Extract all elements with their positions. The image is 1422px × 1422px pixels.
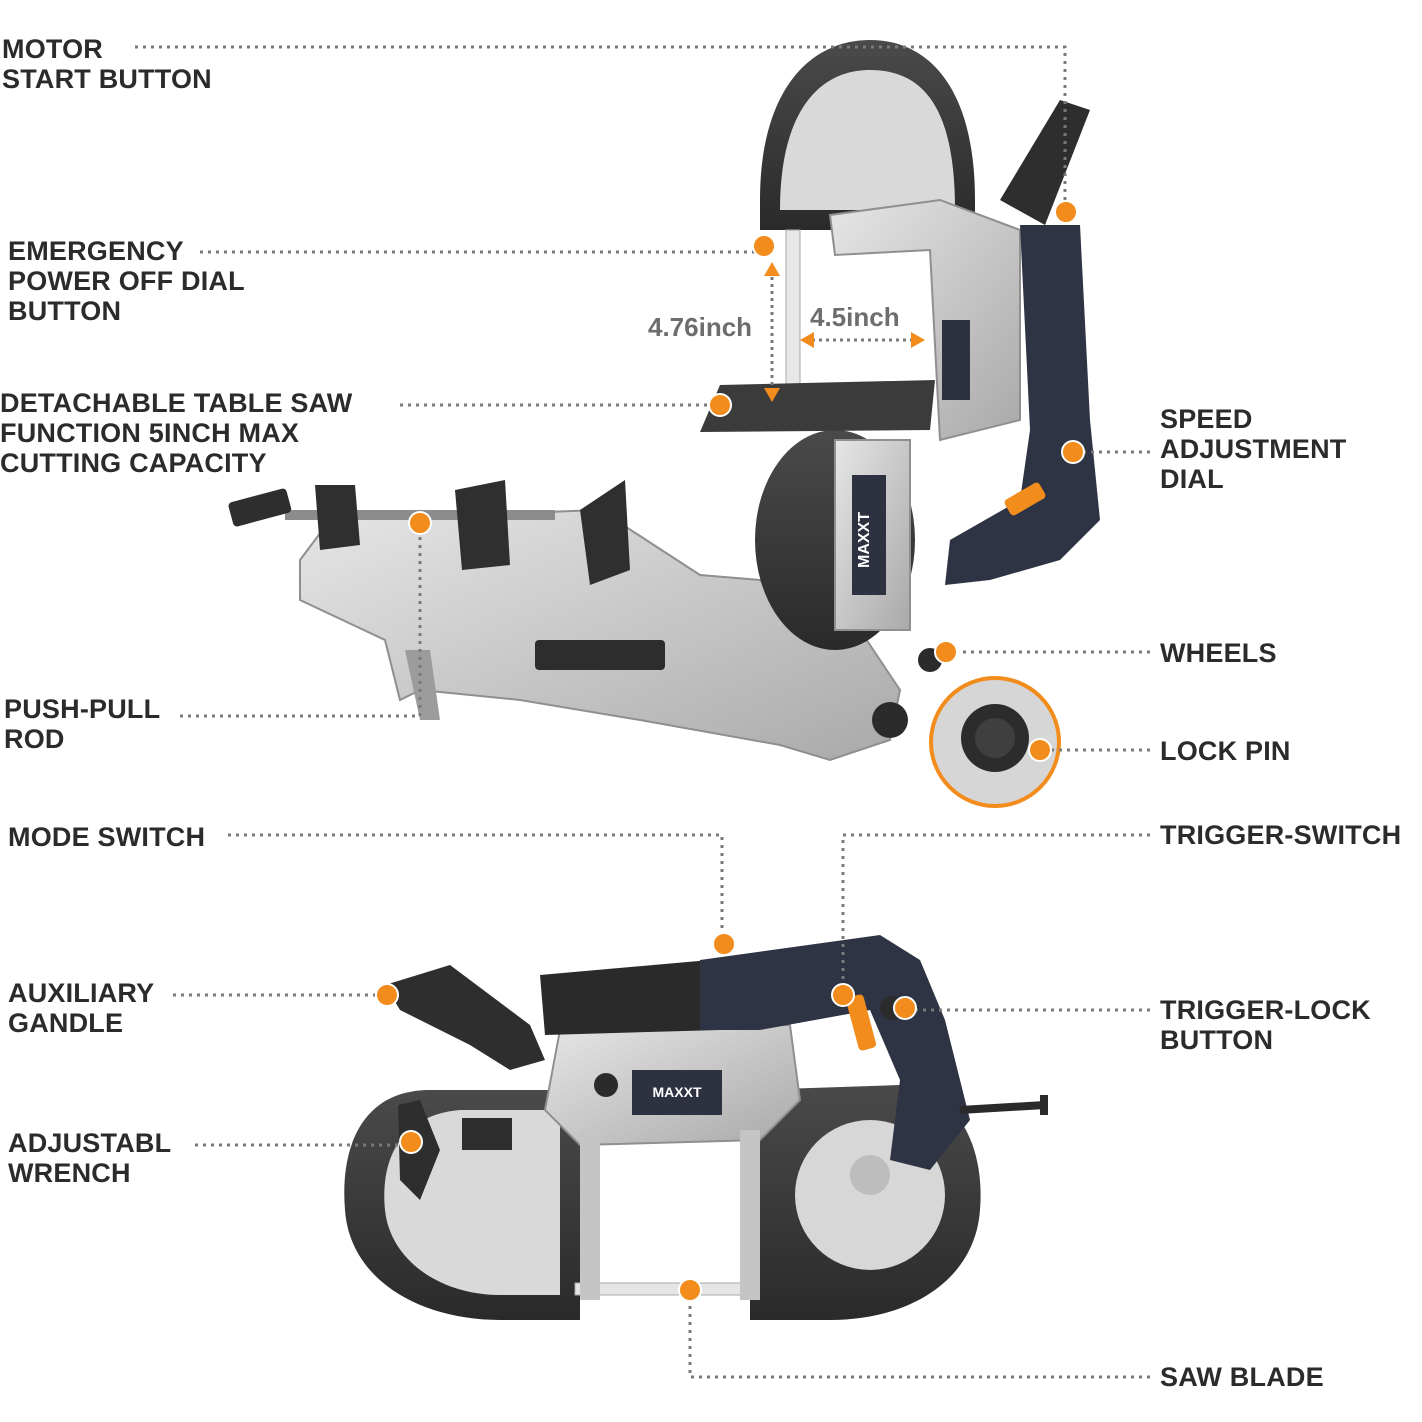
dot-motor-start (1054, 200, 1078, 224)
leader-lines (135, 45, 1150, 1379)
dot-trigger-lock (893, 996, 917, 1020)
label-wrench: ADJUSTABL WRENCH (8, 1128, 172, 1188)
dot-lock-pin (1028, 738, 1052, 762)
dimension-width: 4.5inch (810, 302, 900, 332)
callout-dots (375, 200, 1085, 1302)
dimension-height: 4.76inch (648, 312, 753, 342)
dot-push-pull (408, 511, 432, 535)
label-wheels: WHEELS (1160, 638, 1277, 668)
label-trigger-lock: TRIGGER-LOCK BUTTON (1160, 995, 1371, 1055)
dot-saw-blade (678, 1278, 702, 1302)
brand-logo-top: MAXXT (856, 512, 873, 568)
label-speed-dial: SPEED ADJUSTMENT DIAL (1160, 404, 1347, 494)
dot-aux-handle (375, 983, 399, 1007)
dot-wrench (399, 1130, 423, 1154)
dot-table-saw (708, 393, 732, 417)
label-table-saw: DETACHABLE TABLE SAW FUNCTION 5INCH MAX … (0, 388, 353, 478)
label-aux-handle: AUXILIARY GANDLE (8, 978, 155, 1038)
lock-pin-zoom (929, 676, 1061, 808)
dot-emergency (752, 234, 776, 258)
label-emergency-off: EMERGENCY POWER OFF DIAL BUTTON (8, 236, 245, 326)
label-trigger-switch: TRIGGER-SWITCH (1160, 820, 1402, 850)
dot-wheels (934, 640, 958, 664)
bottom-machine: MAXXT (344, 935, 1048, 1320)
label-mode-switch: MODE SWITCH (8, 822, 206, 852)
label-lock-pin: LOCK PIN (1160, 736, 1291, 766)
dot-trigger-switch (831, 983, 855, 1007)
dimension-arrows (764, 262, 925, 402)
dot-speed (1061, 440, 1085, 464)
label-push-pull-rod: PUSH-PULL ROD (4, 694, 161, 754)
label-motor-start: MOTOR START BUTTON (2, 34, 212, 94)
top-machine: MAXXT (228, 40, 1100, 762)
label-saw-blade: SAW BLADE (1160, 1362, 1324, 1392)
brand-logo-bottom: MAXXT (653, 1084, 702, 1100)
dot-mode-switch (712, 932, 736, 956)
